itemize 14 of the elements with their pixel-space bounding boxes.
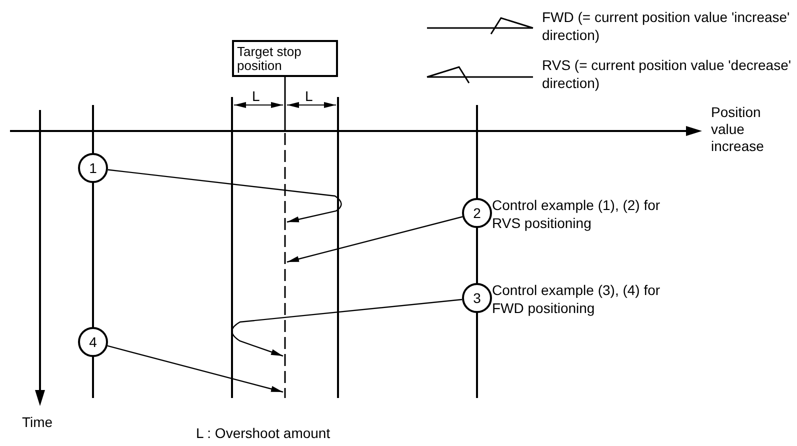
dimension-label: L [305, 87, 314, 106]
target-label-box: Target stop position [232, 40, 338, 77]
axis-label: Time [22, 413, 54, 432]
legend-text: RVS (= current position value 'decrease' direction) [542, 56, 792, 92]
trajectory-arrow [286, 216, 463, 263]
trajectory-arrow [107, 345, 284, 393]
dimension-label: L [252, 87, 261, 106]
note-text: L : Overshoot amount [196, 424, 332, 443]
step-description: Control example (3), (4) for FWD positioning [492, 281, 662, 317]
step-description: Control example (1), (2) for RVS positioning [492, 196, 662, 232]
legend-text: FWD (= current position value 'increase' direction) [542, 8, 791, 44]
trajectory-arrow [231, 298, 462, 357]
axis-label: Position value increase [711, 104, 765, 155]
trajectory-arrow [108, 169, 342, 223]
